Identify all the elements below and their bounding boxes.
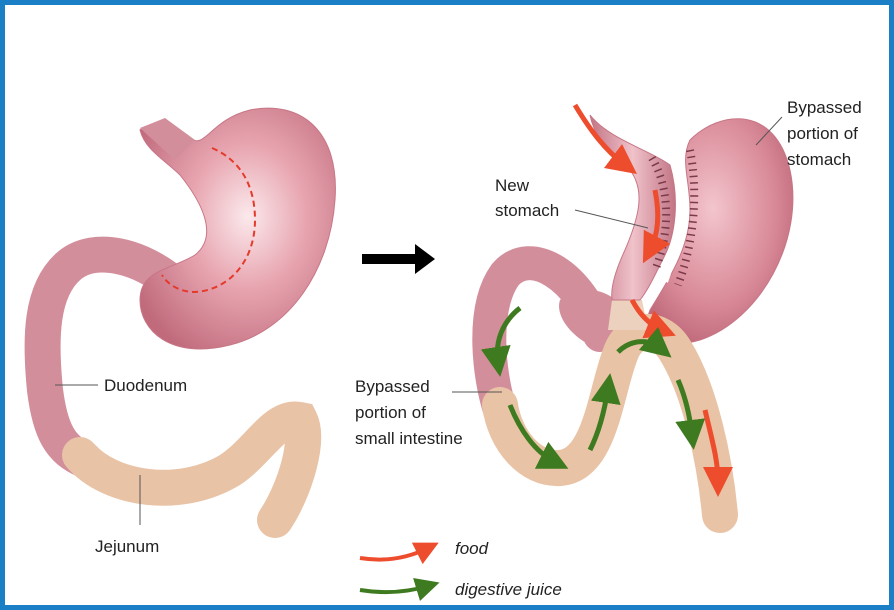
label-bypassed-stomach-line1: Bypassed [787, 98, 862, 117]
legend-juice-arrow [360, 586, 428, 592]
jejunum-tube [80, 420, 303, 520]
label-bypassed-intestine-line2: portion of [355, 403, 426, 422]
label-new-stomach-line1: New [495, 176, 530, 195]
legend: food digestive juice [360, 539, 562, 599]
label-bypassed-intestine-line3: small intestine [355, 429, 463, 448]
legend-juice-label: digestive juice [455, 580, 562, 599]
label-duodenum: Duodenum [104, 376, 187, 395]
label-bypassed-intestine-line1: Bypassed [355, 377, 430, 396]
label-bypassed-stomach-line2: portion of [787, 124, 858, 143]
direction-arrow [362, 244, 435, 274]
bypassed-intestine-tan [500, 332, 720, 515]
original-anatomy [43, 108, 336, 520]
label-jejunum: Jejunum [95, 537, 159, 556]
label-bypassed-stomach-line3: stomach [787, 150, 851, 169]
label-new-stomach-line2: stomach [495, 201, 559, 220]
bypass-anatomy [489, 105, 793, 515]
legend-food-arrow [360, 548, 428, 560]
legend-food-label: food [455, 539, 489, 558]
